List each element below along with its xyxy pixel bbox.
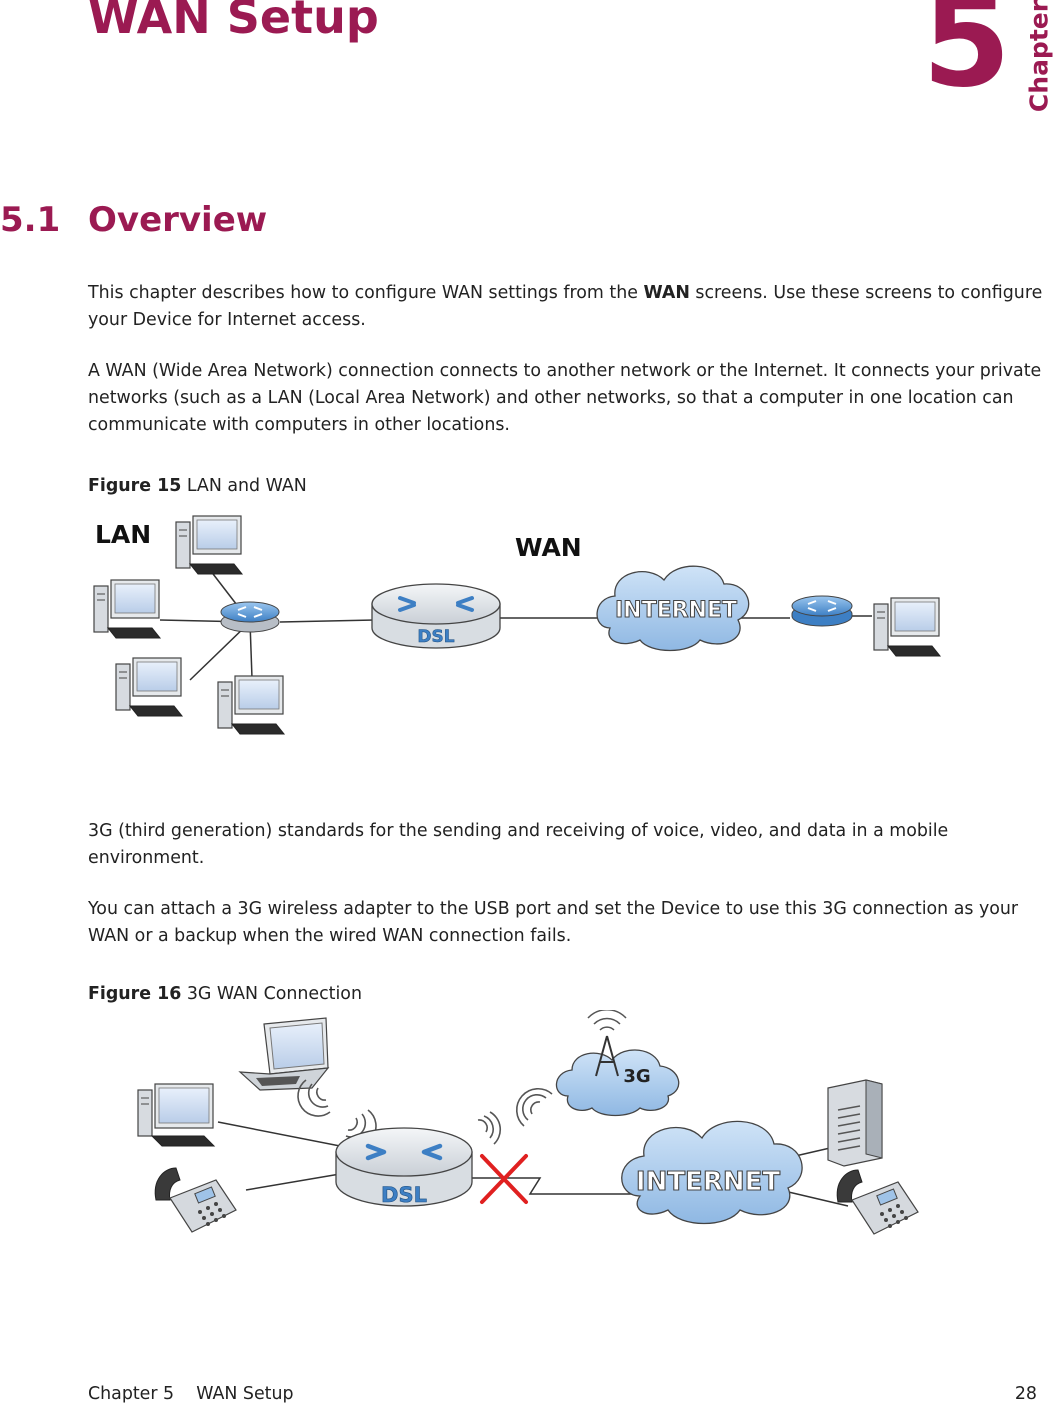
connection-failed-icon (480, 1154, 528, 1204)
computer-icon (137, 1083, 215, 1147)
telephone-icon (836, 1169, 919, 1235)
internet-cloud-icon: INTERNET (621, 1120, 803, 1225)
dsl-router-icon: DSL (371, 583, 501, 649)
3g-label: 3G (623, 1066, 650, 1087)
figure16-diagram: DSL 3G INTERNET (137, 1010, 919, 1235)
lan-computer-icon (93, 579, 161, 639)
paragraph-3g: 3G (third generation) standards for the … (88, 821, 949, 868)
paragraph-wan-definition: A WAN (Wide Area Network) connection con… (88, 361, 1042, 435)
telephone-icon (154, 1167, 237, 1233)
wireless-signal-icon (297, 1079, 553, 1147)
dsl-label: DSL (381, 1183, 427, 1207)
footer-chapter: Chapter 5 WAN Setup (88, 1384, 294, 1404)
figure15-diagram: LAN WAN DSL INTERNET (93, 515, 941, 735)
chapter-word: Chapter (1024, 0, 1054, 113)
lan-computer-icon (217, 675, 285, 735)
lan-computer-icon (175, 515, 243, 575)
paragraph-intro: This chapter describes how to configure … (88, 283, 1043, 330)
internet-label: INTERNET (636, 1167, 780, 1197)
remote-router-icon (791, 595, 853, 627)
page-number: 28 (1014, 1384, 1037, 1404)
section-title: Overview (88, 200, 268, 240)
figure16-caption: Figure 16 3G WAN Connection (88, 984, 362, 1004)
dsl-label: DSL (417, 627, 454, 647)
lan-label: LAN (95, 520, 151, 549)
laptop-icon (238, 1017, 330, 1091)
server-icon (827, 1079, 883, 1167)
paragraph-3g-backup: You can attach a 3G wireless adapter to … (88, 899, 1019, 946)
3g-cloud-icon: 3G (555, 1010, 680, 1117)
section-heading: 5.1 Overview (0, 200, 267, 240)
internet-label: INTERNET (615, 598, 737, 623)
lan-computer-icon (115, 657, 183, 717)
dsl-router-icon: DSL (335, 1127, 473, 1207)
internet-cloud-icon: INTERNET (596, 565, 750, 652)
wan-bold: WAN (643, 283, 690, 303)
section-number: 5.1 (0, 200, 61, 240)
switch-icon (220, 601, 280, 633)
chapter-title: WAN Setup (88, 0, 379, 44)
wan-label: WAN (515, 533, 582, 562)
remote-computer-icon (873, 597, 941, 657)
chapter-number: 5 (922, 0, 1012, 116)
figure15-caption: Figure 15 LAN and WAN (88, 476, 307, 496)
